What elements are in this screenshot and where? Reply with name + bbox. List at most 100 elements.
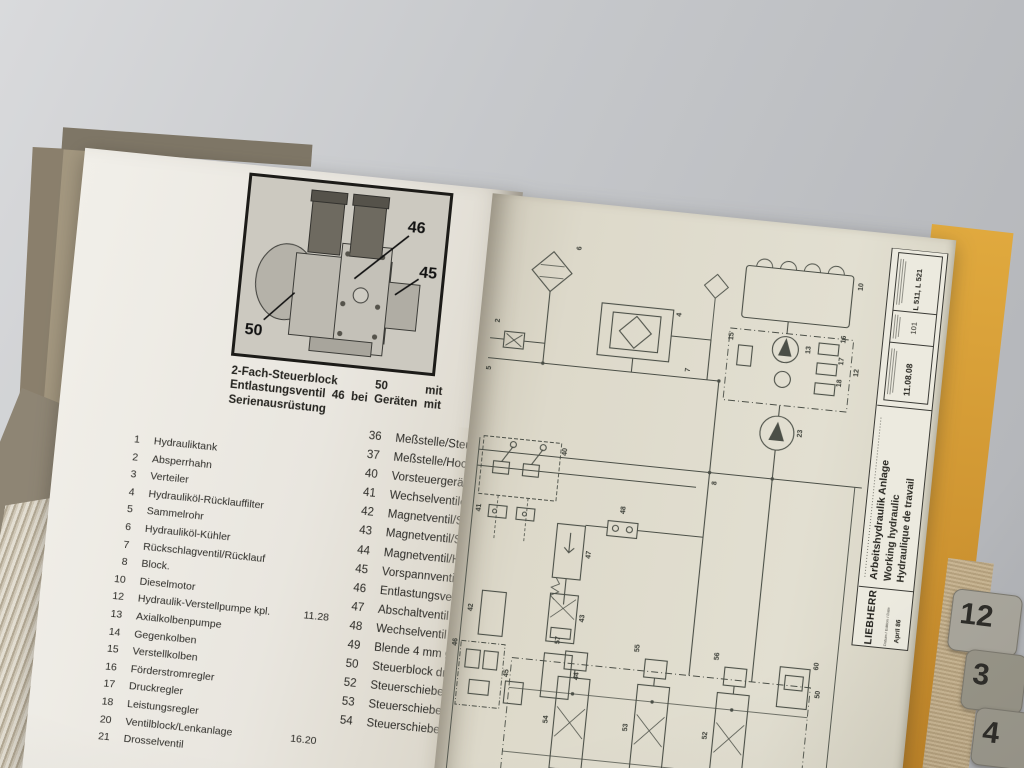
item-section-ref: [285, 599, 331, 604]
title-block: L 511, L 521 101 11.08.08 Arbeitshydraul…: [851, 247, 949, 652]
diagram-label-10: 10: [858, 283, 866, 292]
item-number: 50: [344, 657, 359, 672]
item-number: 36: [368, 429, 383, 444]
item-number: 41: [362, 486, 377, 501]
diagram-label-13: 13: [805, 346, 813, 355]
diagram-label-5: 5: [486, 365, 493, 370]
diagram-label-50: 50: [814, 690, 822, 699]
item-section-ref: [272, 722, 318, 727]
item-section-ref: [288, 564, 334, 569]
item-section-ref: [276, 687, 322, 692]
diagram-label-41: 41: [475, 503, 483, 512]
diagram-label-60: 60: [813, 662, 821, 671]
item-number: 14: [108, 625, 122, 639]
diagram-label-12: 12: [853, 369, 861, 378]
diagram-label-15: 15: [728, 332, 736, 341]
item-section-ref: [269, 757, 315, 762]
titleblock-number: 11.08.08: [901, 363, 914, 397]
item-number: 5: [126, 503, 134, 516]
item-number: 52: [343, 676, 357, 691]
diagram-label-43: 43: [579, 614, 587, 623]
titleblock-type-codes: L 511, L 521: [911, 268, 924, 311]
photo-callout-50: 50: [244, 321, 264, 340]
diagram-label-23: 23: [797, 429, 805, 438]
item-section-ref: [294, 512, 340, 517]
index-tab: 4: [969, 706, 1024, 768]
item-number: 7: [122, 538, 130, 551]
item-number: 49: [346, 638, 361, 653]
item-number: 21: [97, 730, 111, 744]
item-number: 6: [124, 520, 132, 534]
photo-callout-45: 45: [418, 264, 438, 283]
item-number: 2: [131, 450, 139, 464]
item-number: 4: [128, 485, 136, 499]
item-number: 13: [109, 607, 123, 621]
diagram-label-42: 42: [467, 603, 475, 612]
item-number: 20: [99, 712, 113, 726]
item-number: 10: [113, 572, 127, 586]
item-number: 43: [358, 524, 373, 539]
item-section-ref: [290, 547, 336, 552]
diagram-label-47: 47: [585, 551, 593, 560]
titleblock-date: April 86: [893, 619, 902, 644]
diagram-label-52: 52: [702, 731, 710, 740]
item-number: 15: [106, 642, 120, 656]
item-number: 44: [356, 543, 371, 558]
diagram-label-46: 46: [452, 638, 460, 647]
item-number: 48: [348, 619, 363, 634]
item-section-ref: [274, 704, 320, 709]
photo-callout-46: 46: [407, 219, 427, 238]
item-section-ref: [281, 634, 327, 639]
diagram-label-40: 40: [562, 448, 570, 457]
diagram-label-16: 16: [840, 335, 848, 344]
item-number: 53: [341, 695, 356, 710]
item-section-ref: [279, 652, 325, 657]
index-tab: 3: [959, 648, 1024, 716]
open-book: 46 45 50 2-Fach-Steuerblock 50 mit Entla…: [0, 138, 983, 768]
item-number: 1: [133, 433, 141, 446]
item-number: 54: [339, 714, 354, 729]
diagram-label-57: 57: [554, 636, 562, 645]
diagram-label-6: 6: [576, 246, 583, 251]
item-number: 37: [366, 448, 381, 463]
diagram-label-2: 2: [495, 318, 502, 323]
diagram-label-55: 55: [634, 644, 642, 653]
diagram-label-4: 4: [676, 312, 683, 317]
titleblock-group: 101: [909, 322, 919, 335]
item-number: 12: [111, 590, 125, 604]
diagram-label-7: 7: [685, 368, 692, 373]
item-section-ref: [286, 582, 332, 587]
diagram-label-44: 44: [573, 672, 581, 681]
diagram-label-18: 18: [836, 379, 844, 388]
titleblock-date-label: Datum / Edition / Date: [882, 606, 891, 646]
index-tab: 12: [946, 587, 1024, 659]
diagram-label-8: 8: [711, 481, 718, 486]
item-section-ref: [299, 459, 345, 464]
item-number: 16: [104, 660, 118, 674]
item-number: 17: [102, 677, 116, 691]
left-page: 46 45 50 2-Fach-Steuerblock 50 mit Entla…: [15, 147, 523, 768]
item-number: 47: [350, 600, 365, 615]
item-section-ref: [295, 494, 341, 499]
valve-block-photo-drawing: 46 45 50: [244, 189, 438, 358]
item-number: 3: [129, 468, 138, 481]
item-number: 18: [101, 695, 114, 709]
valve-block-photo: 46 45 50: [230, 172, 454, 377]
item-number: 42: [360, 505, 375, 520]
diagram-label-53: 53: [622, 723, 630, 732]
hydraulic-schematic: 6427510121315161718234041474843444246455…: [438, 246, 866, 768]
item-section-ref: [297, 476, 343, 481]
diagram-label-45: 45: [503, 669, 511, 678]
item-section-ref: [278, 669, 324, 674]
diagram-label-48: 48: [620, 506, 628, 515]
item-section-ref: [292, 529, 338, 534]
diagram-label-54: 54: [542, 715, 550, 724]
item-number: 46: [352, 581, 367, 596]
diagram-label-17: 17: [838, 357, 846, 366]
item-number: 8: [121, 555, 129, 569]
item-number: 45: [354, 562, 369, 577]
diagram-label-56: 56: [714, 652, 722, 661]
